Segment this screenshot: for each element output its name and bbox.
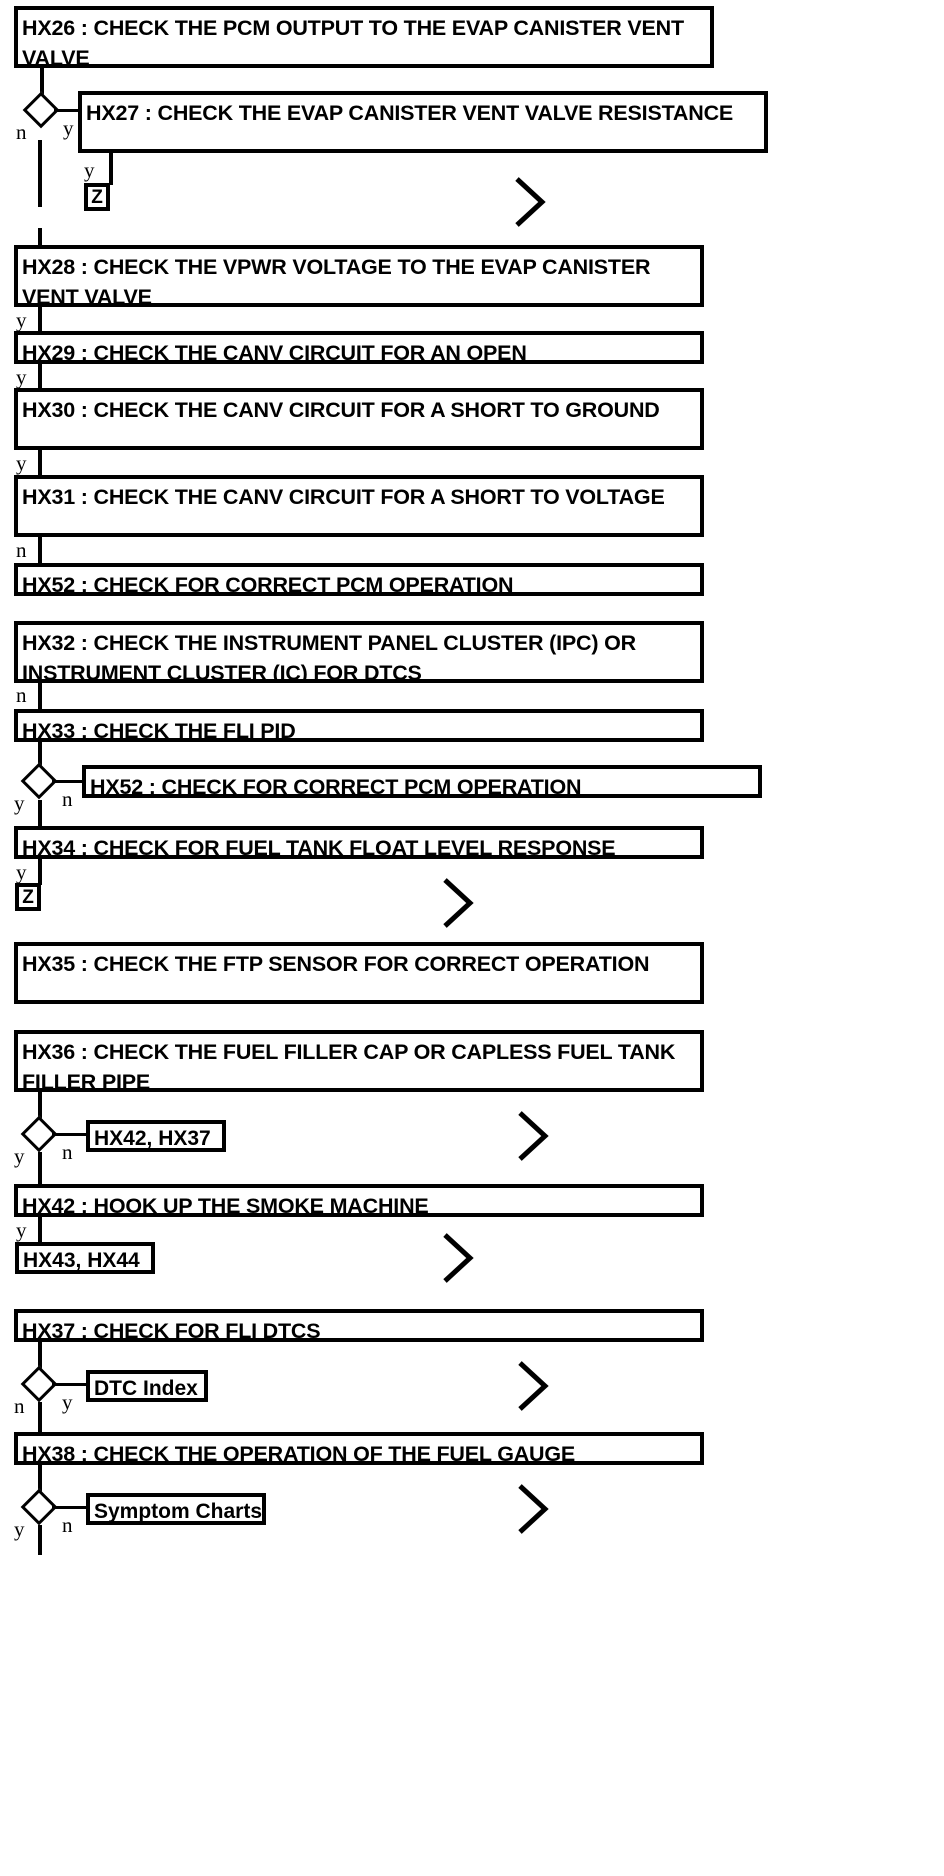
step-box-hx32[interactable]: HX32 : CHECK THE INSTRUMENT PANEL CLUSTE… bbox=[14, 621, 704, 683]
branch-label-y-hx38: y bbox=[14, 1517, 25, 1541]
step-box-hx33[interactable]: HX33 : CHECK THE FLI PID bbox=[14, 709, 704, 742]
branch-label-y-hx33: y bbox=[14, 791, 25, 815]
step-box-hx36[interactable]: HX36 : CHECK THE FUEL FILLER CAP OR CAPL… bbox=[14, 1030, 704, 1092]
branch-label-n-hx33: n bbox=[62, 787, 73, 811]
branch-label-n-hx31: n bbox=[16, 538, 27, 562]
branch-label-y-hx27: y bbox=[84, 158, 95, 182]
branch-label-y-hx26: y bbox=[63, 116, 74, 140]
ref-box-symptom-charts[interactable]: Symptom Charts bbox=[86, 1493, 266, 1525]
connector-hx37-to-dtc-index bbox=[52, 1383, 88, 1386]
step-box-hx42[interactable]: HX42 : HOOK UP THE SMOKE MACHINE bbox=[14, 1184, 704, 1217]
chevron-continuation-icon-5 bbox=[515, 1360, 549, 1412]
branch-label-n-hx37: n bbox=[14, 1394, 25, 1418]
connector-hx29-down bbox=[38, 364, 42, 390]
connector-hx36-to-ref bbox=[52, 1133, 88, 1136]
connector-hx37-n-down bbox=[38, 1402, 42, 1434]
branch-label-n-hx26: n bbox=[16, 120, 27, 144]
step-box-hx37[interactable]: HX37 : CHECK FOR FLI DTCS bbox=[14, 1309, 704, 1342]
step-box-hx27[interactable]: HX27 : CHECK THE EVAP CANISTER VENT VALV… bbox=[78, 91, 768, 153]
connector-hx42-down bbox=[38, 1217, 42, 1243]
chevron-continuation-icon-6 bbox=[515, 1483, 549, 1535]
chevron-continuation-icon-3 bbox=[515, 1110, 549, 1162]
step-box-hx52-a[interactable]: HX52 : CHECK FOR CORRECT PCM OPERATION bbox=[14, 563, 704, 596]
connector-hx31-down bbox=[38, 537, 42, 563]
step-box-hx28[interactable]: HX28 : CHECK THE VPWR VOLTAGE TO THE EVA… bbox=[14, 245, 704, 307]
branch-label-y-hx34: y bbox=[16, 860, 27, 884]
ref-box-z-1[interactable]: Z bbox=[84, 183, 110, 211]
chevron-continuation-icon-1 bbox=[512, 176, 546, 228]
connector-hx36-down bbox=[38, 1092, 42, 1122]
branch-label-n-hx32: n bbox=[16, 683, 27, 707]
connector-hx38-to-symptom-charts bbox=[52, 1506, 88, 1509]
connector-hx26-n-down bbox=[38, 140, 42, 207]
connector-hx32-down bbox=[38, 683, 42, 709]
ref-box-hx42-hx37[interactable]: HX42, HX37 bbox=[86, 1120, 226, 1152]
connector-hx26-n-down-2 bbox=[38, 228, 42, 248]
connector-hx33-down bbox=[38, 742, 42, 768]
step-box-hx26[interactable]: HX26 : CHECK THE PCM OUTPUT TO THE EVAP … bbox=[14, 6, 714, 68]
connector-hx37-down bbox=[38, 1342, 42, 1372]
ref-box-hx43-hx44[interactable]: HX43, HX44 bbox=[15, 1242, 155, 1274]
connector-hx28-down bbox=[38, 307, 42, 333]
step-box-hx52-b[interactable]: HX52 : CHECK FOR CORRECT PCM OPERATION bbox=[82, 765, 762, 798]
connector-hx26-down bbox=[40, 68, 44, 98]
connector-hx27-down bbox=[109, 153, 113, 185]
connector-hx33-y-down bbox=[38, 800, 42, 826]
step-box-hx38[interactable]: HX38 : CHECK THE OPERATION OF THE FUEL G… bbox=[14, 1432, 704, 1465]
step-box-hx30[interactable]: HX30 : CHECK THE CANV CIRCUIT FOR A SHOR… bbox=[14, 388, 704, 450]
step-box-hx35[interactable]: HX35 : CHECK THE FTP SENSOR FOR CORRECT … bbox=[14, 942, 704, 1004]
branch-label-y-hx42: y bbox=[16, 1218, 27, 1242]
connector-hx26-to-hx27 bbox=[54, 109, 86, 112]
connector-hx38-down bbox=[38, 1465, 42, 1495]
chevron-continuation-icon-4 bbox=[440, 1232, 474, 1284]
branch-label-y-hx29: y bbox=[16, 365, 27, 389]
connector-hx30-down bbox=[38, 450, 42, 476]
branch-label-y-hx28: y bbox=[16, 308, 27, 332]
branch-label-n-hx38: n bbox=[62, 1513, 73, 1537]
branch-label-n-hx36: n bbox=[62, 1140, 73, 1164]
chevron-continuation-icon-2 bbox=[440, 877, 474, 929]
ref-box-z-2[interactable]: Z bbox=[15, 883, 41, 911]
branch-label-y-hx30: y bbox=[16, 451, 27, 475]
step-box-hx29[interactable]: HX29 : CHECK THE CANV CIRCUIT FOR AN OPE… bbox=[14, 331, 704, 364]
step-box-hx31[interactable]: HX31 : CHECK THE CANV CIRCUIT FOR A SHOR… bbox=[14, 475, 704, 537]
branch-label-y-hx37: y bbox=[62, 1390, 73, 1414]
connector-hx36-y-down bbox=[38, 1152, 42, 1184]
ref-box-dtc-index[interactable]: DTC Index bbox=[86, 1370, 208, 1402]
connector-hx33-to-hx52b bbox=[52, 780, 86, 783]
branch-label-y-hx36: y bbox=[14, 1144, 25, 1168]
connector-hx34-down bbox=[38, 859, 42, 885]
step-box-hx34[interactable]: HX34 : CHECK FOR FUEL TANK FLOAT LEVEL R… bbox=[14, 826, 704, 859]
connector-hx38-y-down bbox=[38, 1525, 42, 1555]
